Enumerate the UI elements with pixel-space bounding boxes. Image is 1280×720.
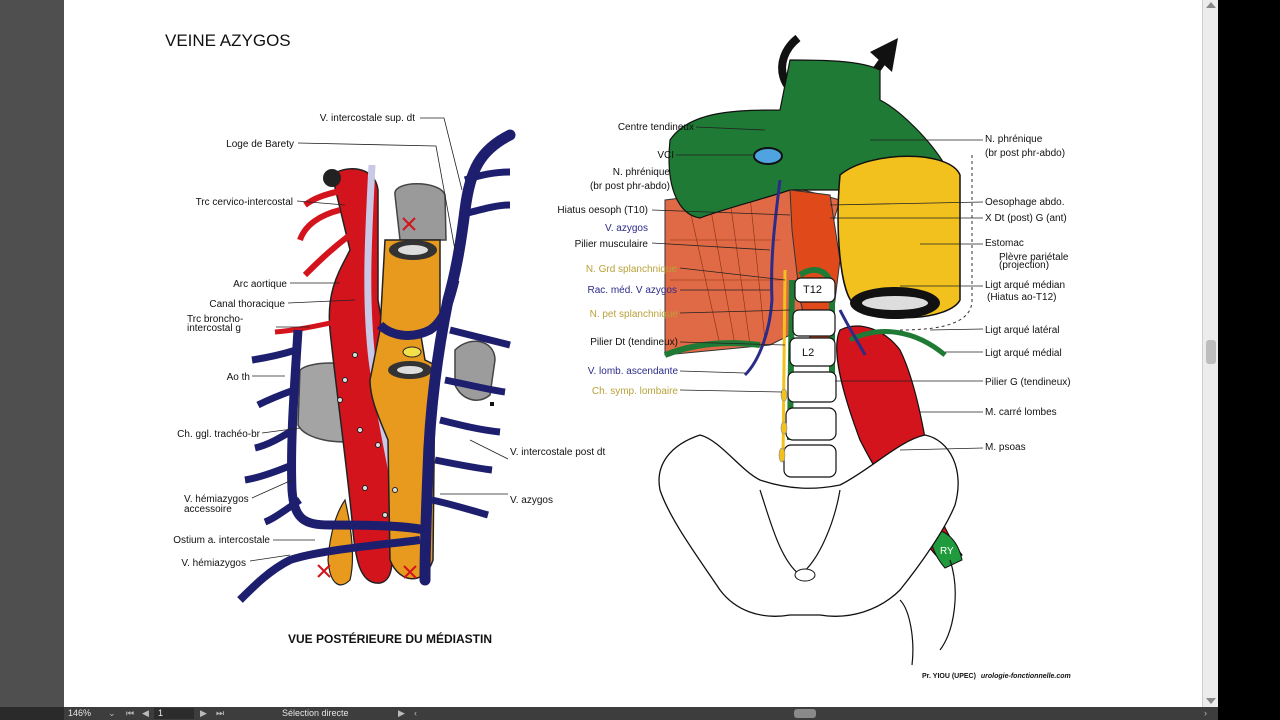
label-n-phrenique-l2: (br post phr-abdo): [590, 181, 670, 192]
label-plevre-1: Plèvre pariétale: [999, 252, 1069, 263]
last-page-icon[interactable]: ⏭: [216, 708, 225, 718]
label-trc-broncho-2: intercostal g: [187, 323, 241, 334]
scroll-down-icon[interactable]: [1206, 698, 1216, 704]
hscroll-left-icon[interactable]: ‹: [414, 708, 417, 718]
label-n-grd-splanch: N. Grd splanchnique: [586, 264, 678, 275]
label-ry: RY: [940, 546, 954, 557]
label-ligt-lateral: Ligt arqué latéral: [985, 325, 1060, 336]
label-hiatus-oesoph: Hiatus oesoph (T10): [557, 205, 648, 216]
label-n-phrenique-l1: N. phrénique: [613, 167, 671, 178]
label-centre-tendineux: Centre tendineux: [618, 122, 694, 133]
label-pilier-dt: Pilier Dt (tendineux): [590, 337, 678, 348]
label-loge-barety: Loge de Barety: [226, 139, 294, 150]
label-ao-th: Ao th: [227, 372, 250, 383]
label-v-intercostale-sup: V. intercostale sup. dt: [320, 113, 415, 124]
label-estomac: Estomac: [985, 238, 1024, 249]
label-l2: L2: [802, 347, 814, 359]
horizontal-scroll-thumb[interactable]: [794, 709, 816, 718]
zoom-dropdown-icon[interactable]: ⌄: [108, 708, 116, 718]
label-ch-symp: Ch. symp. lombaire: [592, 386, 679, 397]
prev-page-icon[interactable]: ◀: [142, 708, 149, 718]
current-tool-label: Sélection directe: [282, 708, 349, 718]
zoom-level[interactable]: 146%: [68, 708, 92, 718]
page-title: VEINE AZYGOS: [165, 31, 291, 50]
status-bar-left-edge: [0, 707, 64, 720]
left-caption: VUE POSTÉRIEURE DU MÉDIASTIN: [288, 631, 492, 646]
label-n-pet-splanch: N. pet splanchnique: [590, 309, 679, 320]
scroll-thumb[interactable]: [1206, 340, 1216, 364]
label-v-intercostale-post: V. intercostale post dt: [510, 447, 605, 458]
label-ostium: Ostium a. intercostale: [173, 535, 270, 546]
diaphragm-figure: [651, 34, 984, 666]
label-trc-cervico: Trc cervico-intercostal: [196, 197, 293, 208]
label-n-phrenique-r1: N. phrénique: [985, 134, 1043, 145]
label-v-lomb-asc: V. lomb. ascendante: [588, 366, 679, 377]
label-v-hemiazygos-acc-2: accessoire: [184, 504, 232, 515]
credit-text: Pr. YIOU (UPEC) urologie-fonctionnelle.c…: [922, 673, 1071, 680]
hscroll-right-icon[interactable]: ›: [1204, 708, 1207, 718]
status-play-icon[interactable]: ▶: [398, 708, 405, 718]
label-v-hemiazygos: V. hémiazygos: [181, 558, 246, 569]
scroll-up-icon[interactable]: [1206, 2, 1216, 8]
label-rac-med: Rac. méd. V azygos: [588, 285, 677, 296]
label-oesophage-abdo: Oesophage abdo.: [985, 197, 1065, 208]
label-n-phrenique-r2: (br post phr-abdo): [985, 148, 1065, 159]
label-ligt-median-1: Ligt arqué médian: [985, 280, 1065, 291]
label-trc-broncho-1: Trc broncho-: [187, 314, 243, 325]
status-bar: 146% ⌄ ⏮ ◀ 1 ▶ ⏭ Sélection directe ▶ ‹ ›: [0, 707, 1218, 720]
label-vci: VCI: [657, 150, 674, 161]
mediastinum-figure: [237, 117, 516, 603]
diaphragm-labels: Centre tendineux VCI N. phrénique (br po…: [557, 122, 1070, 557]
right-margin: [1218, 0, 1280, 720]
label-v-azygos-left: V. azygos: [510, 495, 553, 506]
label-arc-aortique: Arc aortique: [233, 279, 287, 290]
label-m-psoas: M. psoas: [985, 442, 1026, 453]
label-plevre-2: (projection): [999, 260, 1049, 271]
label-ch-ggl: Ch. ggl. trachéo-br: [177, 429, 260, 440]
cursor-mark: [490, 402, 494, 406]
page-number-input[interactable]: 1: [154, 708, 194, 719]
label-m-carre: M. carré lombes: [985, 407, 1057, 418]
label-pilier-g: Pilier G (tendineux): [985, 377, 1071, 388]
next-page-icon[interactable]: ▶: [200, 708, 207, 718]
credit-author: Pr. YIOU (UPEC): [922, 673, 976, 680]
mediastinum-labels: V. intercostale sup. dt Loge de Barety T…: [173, 113, 605, 569]
anatomy-illustration: VEINE AZYGOS VUE POSTÉRIEURE DU MÉDIASTI…: [165, 31, 1071, 680]
first-page-icon[interactable]: ⏮: [126, 708, 135, 718]
vertical-scrollbar[interactable]: [1202, 0, 1219, 707]
illustration-page: VEINE AZYGOS VUE POSTÉRIEURE DU MÉDIASTI…: [64, 0, 1202, 707]
label-x-dt: X Dt (post) G (ant): [985, 213, 1067, 224]
label-v-hemiazygos-acc-1: V. hémiazygos: [184, 494, 249, 505]
credit-site: urologie-fonctionnelle.com: [981, 673, 1071, 680]
label-canal-thoracique: Canal thoracique: [209, 299, 285, 310]
label-ligt-medial: Ligt arqué médial: [985, 348, 1062, 359]
label-v-azygos-right: V. azygos: [605, 223, 648, 234]
label-t12: T12: [803, 284, 822, 296]
label-pilier-musculaire: Pilier musculaire: [575, 239, 649, 250]
label-ligt-median-2: (Hiatus ao-T12): [987, 292, 1056, 303]
